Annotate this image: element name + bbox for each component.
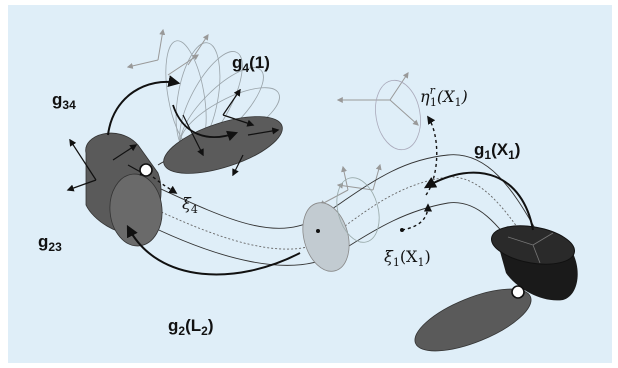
- segment-4-body: [163, 116, 283, 174]
- continuum-robot-diagram: g34 g4(1) g23 g1(X1) g2(L2) ξ4 ξ1(X1) ηr…: [38, 28, 578, 352]
- g2-arrow: [126, 224, 301, 276]
- label-g1: g1(X1): [474, 140, 520, 162]
- diagram-canvas: g34 g4(1) g23 g1(X1) g2(L2) ξ4 ξ1(X1) ηr…: [8, 5, 612, 363]
- label-g34: g34: [52, 90, 76, 112]
- end-effector: [491, 225, 578, 301]
- segment-3-body: [85, 132, 163, 247]
- label-g2: g2(L2): [168, 316, 213, 338]
- joint-circle-34: [139, 163, 153, 177]
- base-segment: [414, 288, 532, 352]
- g1-arrow: [423, 171, 534, 231]
- eta-arrow: [425, 115, 438, 196]
- base-joint-circle: [511, 285, 525, 299]
- ghost-frames: [126, 28, 419, 206]
- label-g4: g4(1): [232, 53, 270, 75]
- segment-joint-2: [302, 202, 350, 272]
- label-xi4: ξ4: [182, 194, 198, 216]
- label-g23: g23: [38, 232, 62, 254]
- label-xi1: ξ1(X1): [384, 247, 431, 269]
- joint-dot: [316, 229, 320, 233]
- transform-arrows: [107, 75, 534, 276]
- segment-joint-ghost: [336, 177, 380, 243]
- g4-arrow: [172, 104, 239, 141]
- body-frames: [66, 88, 280, 192]
- g34-arrow: [107, 75, 181, 136]
- dashed-arrows: [152, 115, 438, 231]
- eta-frame-ellipse: [375, 79, 421, 151]
